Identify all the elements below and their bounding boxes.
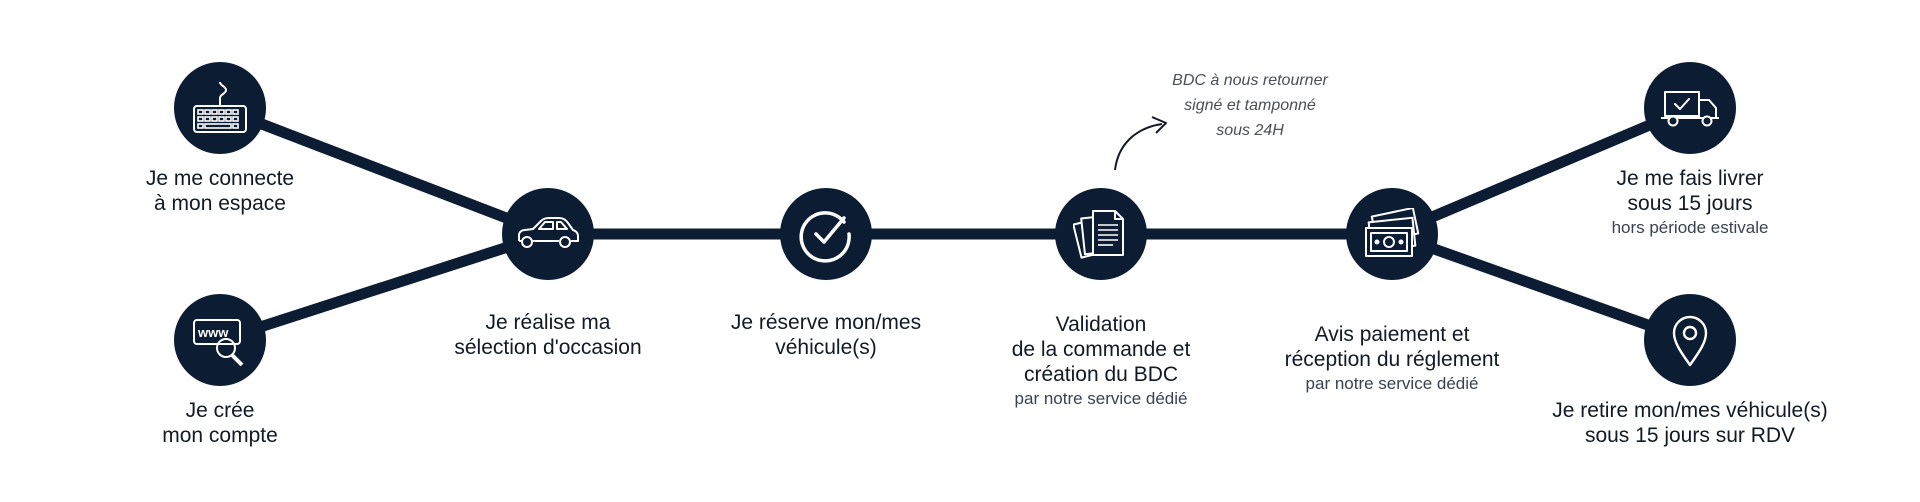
connector-account-selection [214, 228, 554, 346]
step-validation-sub: par notre service dédié [1014, 389, 1188, 408]
step-pickup-line-1: Je retire mon/mes véhicule(s) [1552, 399, 1828, 422]
step-validation-node [1055, 188, 1147, 280]
connector-payment-pickup [1386, 228, 1696, 346]
step-delivery-sub: hors période estivale [1611, 218, 1769, 237]
step-reserve-line-2: véhicule(s) [775, 336, 877, 359]
note-arrow-icon [1114, 123, 1163, 171]
bdc-note-line-2: signé et tamponné [1184, 97, 1316, 114]
svg-text:www: www [197, 325, 229, 340]
bdc-note-line-3: sous 24H [1216, 122, 1284, 139]
step-account-node: www [174, 294, 266, 386]
banknotes-icon [1365, 208, 1420, 257]
step-selection-label: Je réalise ma sélection d'occasion [388, 310, 708, 360]
step-payment-line-1: Avis paiement et [1314, 323, 1470, 346]
step-delivery-node [1644, 62, 1736, 154]
step-selection-line-1: Je réalise ma [485, 311, 611, 334]
bdc-note-line-1: BDC à nous retourner [1172, 72, 1328, 89]
step-account-label: Je crée mon compte [60, 398, 380, 448]
step-payment-line-2: réception du réglement [1284, 348, 1500, 371]
check-circle-icon [799, 211, 851, 263]
step-pickup-line-2: sous 15 jours sur RDV [1584, 424, 1796, 447]
documents-icon [1073, 210, 1124, 259]
step-reserve-line-1: Je réserve mon/mes [730, 311, 922, 334]
step-delivery-line-2: sous 15 jours [1627, 192, 1753, 215]
step-selection-node [502, 188, 594, 280]
step-delivery-line-1: Je me fais livrer [1616, 167, 1764, 190]
step-payment-label: Avis paiement et réception du réglement … [1232, 322, 1552, 396]
step-selection-line-2: sélection d'occasion [454, 336, 642, 359]
step-validation-line-2: de la commande et [1011, 338, 1191, 361]
step-pickup-node [1644, 294, 1736, 386]
step-connect-node [174, 62, 266, 154]
delivery-truck-icon [1661, 91, 1719, 127]
step-account-line-2: mon compte [162, 424, 278, 447]
step-payment-node [1346, 188, 1438, 280]
connector-connect-selection [214, 102, 554, 240]
step-delivery-label: Je me fais livrer sous 15 jours hors pér… [1530, 166, 1850, 240]
connector-payment-delivery [1386, 102, 1696, 240]
step-validation-label: Validation de la commande et création du… [941, 312, 1261, 411]
step-pickup-label: Je retire mon/mes véhicule(s) sous 15 jo… [1520, 398, 1860, 448]
step-payment-sub: par notre service dédié [1305, 374, 1479, 393]
step-reserve-node [780, 188, 872, 280]
step-validation-line-1: Validation [1055, 313, 1147, 336]
bdc-note: BDC à nous retourner signé et tamponné s… [1110, 68, 1390, 143]
step-connect-line-1: Je me connecte [145, 167, 295, 190]
step-connect-label: Je me connecte à mon espace [60, 166, 380, 216]
step-reserve-label: Je réserve mon/mes véhicule(s) [666, 310, 986, 360]
www-search-icon: www [193, 319, 244, 367]
step-validation-line-3: création du BDC [1023, 363, 1179, 386]
car-icon [518, 217, 579, 248]
step-account-line-1: Je crée [185, 399, 255, 422]
keyboard-icon [193, 81, 247, 133]
step-connect-line-2: à mon espace [154, 192, 286, 215]
location-pin-icon [1672, 315, 1708, 367]
